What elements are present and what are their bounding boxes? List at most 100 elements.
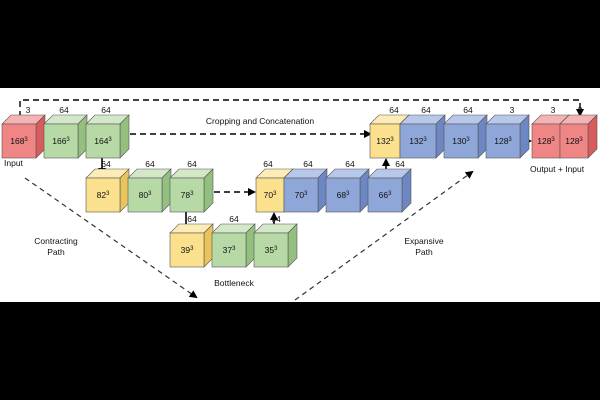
volume-value: 130 [452,136,466,146]
block-front-face [127,177,163,213]
volume-exponent: 3 [273,191,277,197]
feature-block-dec1b: 1303 [443,114,488,159]
block-channel-label: 64 [303,159,313,169]
volume-exponent: 3 [148,191,152,197]
block-channel-label: 64 [271,214,281,224]
block-volume-label: 353 [265,245,278,255]
volume-exponent: 3 [423,137,427,143]
block-front-face [399,123,437,159]
block-channel-label: 64 [187,214,197,224]
block-channel-label: 64 [59,105,69,115]
volume-value: 168 [10,136,24,146]
block-channel-label: 64 [263,159,273,169]
volume-value: 68 [337,190,347,200]
block-volume-label: 1283 [494,136,512,146]
feature-block-bot3: 353 [253,223,298,268]
block-channel-label: 3 [578,105,583,115]
contracting-path-arrow [24,177,198,299]
volume-value: 66 [379,190,389,200]
block-volume-label: 1283 [537,136,555,146]
volume-exponent: 3 [66,137,70,143]
volume-value: 128 [537,136,551,146]
block-volume-label: 393 [181,245,194,255]
contracting-label-line2: Path [47,247,65,257]
expansive-label-line1: Expansive [404,236,443,246]
block-front-face [443,123,479,159]
block-channel-label: 64 [395,159,405,169]
block-volume-label: 823 [97,190,110,200]
volume-exponent: 3 [551,137,555,143]
contracting-label-line1: Contracting [34,236,78,246]
volume-value: 132 [409,136,423,146]
expansive-path-arrow [294,170,474,301]
residual-input-to-output [19,99,584,117]
volume-exponent: 3 [388,191,392,197]
block-volume-label: 1323 [376,136,394,146]
diagram-labels: Input Output + Input Cropping and Concat… [4,116,585,288]
input-label: Input [4,158,24,168]
feature-block-out1: 1283 [531,114,570,159]
feature-block-dec2c: 663 [367,168,412,213]
volume-exponent: 3 [190,191,194,197]
block-front-face [43,123,79,159]
block-volume-label: 1283 [565,136,583,146]
volume-value: 80 [139,190,149,200]
feature-block-enc2a: 823 [85,168,130,213]
volume-exponent: 3 [24,137,28,143]
block-volume-label: 803 [139,190,152,200]
block-channel-label: 64 [421,105,431,115]
block-channel-label: 64 [101,159,111,169]
feature-block-out2: 1283 [559,114,598,159]
block-volume-label: 703 [295,190,308,200]
block-volume-label: 1323 [409,136,427,146]
feature-block-dec2skip: 703 [283,168,328,213]
block-channel-label: 3 [26,105,31,115]
cropping-label: Cropping and Concatenation [206,116,314,126]
feature-block-enc1b: 1643 [85,114,130,159]
volume-value: 164 [94,136,108,146]
block-volume-label: 683 [337,190,350,200]
block-front-face [531,123,561,159]
feature-block-input: 1683 [1,114,46,159]
block-volume-label: 1643 [94,136,112,146]
feature-block-dec1c: 1283 [485,114,530,159]
block-volume-label: 1663 [52,136,70,146]
block-front-face [169,232,205,268]
block-channel-label: 3 [551,105,556,115]
block-front-face [169,177,205,213]
output-label: Output + Input [530,164,585,174]
block-front-face [559,123,589,159]
volume-exponent: 3 [108,137,112,143]
block-front-face [325,177,361,213]
block-channel-label: 64 [345,159,355,169]
block-front-face [253,232,289,268]
block-channel-label: 64 [463,105,473,115]
block-front-face [1,123,37,159]
block-front-face [85,123,121,159]
block-front-face [283,177,319,213]
volume-exponent: 3 [466,137,470,143]
volume-value: 128 [494,136,508,146]
volume-exponent: 3 [390,137,394,143]
block-volume-label: 1683 [10,136,28,146]
feature-block-bot2: 373 [211,223,256,268]
block-front-face [367,177,403,213]
block-front-face [85,177,121,213]
feature-block-dec2b: 683 [325,168,370,213]
expansive-label-line2: Path [415,247,433,257]
block-volume-label: 1303 [452,136,470,146]
block-volume-label: 783 [181,190,194,200]
volume-value: 39 [181,245,191,255]
volume-value: 35 [265,245,275,255]
volume-exponent: 3 [304,191,308,197]
feature-block-enc2b: 803 [127,168,172,213]
volume-exponent: 3 [190,246,194,252]
volume-value: 166 [52,136,66,146]
block-channel-label: 3 [510,105,515,115]
volume-exponent: 3 [106,191,110,197]
volume-exponent: 3 [579,137,583,143]
block-channel-label: 64 [101,105,111,115]
volume-value: 82 [97,190,107,200]
